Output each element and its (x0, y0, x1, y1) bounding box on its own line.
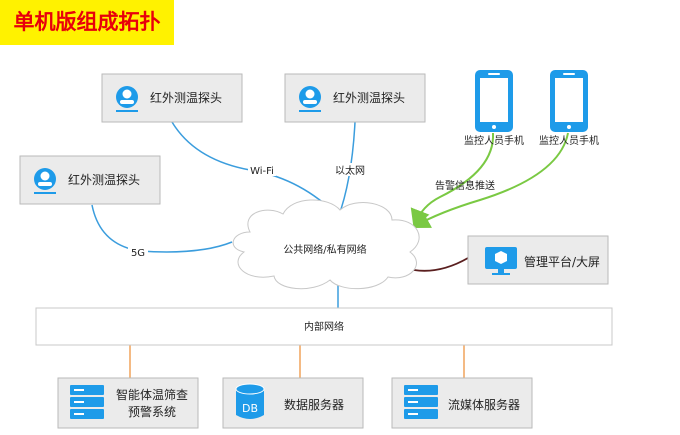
database-icon: DB (235, 383, 265, 419)
server-node-3[interactable]: 流媒体服务器 (391, 377, 533, 429)
sensor-label: 红外测温探头 (150, 90, 222, 105)
server-node-1[interactable]: 智能体温筛查 预警系统 (57, 377, 199, 429)
phone-label: 监控人员手机 (464, 134, 524, 147)
link-platform-line (413, 257, 469, 272)
link-label-5g: 5G (131, 248, 145, 259)
lan-label: 内部网络 (304, 320, 344, 333)
camera-icon (34, 168, 56, 194)
server-label-line1: 智能体温筛查 (116, 387, 188, 402)
server-node-2[interactable]: DB 数据服务器 (222, 377, 364, 429)
server-rack-icon (70, 385, 104, 419)
link-alert-line-2 (411, 132, 569, 228)
smartphone-icon (550, 70, 588, 132)
smartphone-icon (475, 70, 513, 132)
server-label-line1: 流媒体服务器 (448, 397, 520, 412)
monitor-icon (485, 247, 517, 275)
platform-label: 管理平台/大屏 (524, 254, 600, 269)
link-label-wifi: Wi-Fi (250, 166, 274, 177)
camera-icon (299, 86, 321, 112)
camera-icon (116, 86, 138, 112)
db-icon-text: DB (242, 402, 258, 415)
platform-node[interactable]: 管理平台/大屏 (467, 235, 609, 285)
link-5g-line (91, 204, 233, 253)
server-rack-icon (404, 385, 438, 419)
sensor-node-1[interactable]: 红外测温探头 (101, 73, 243, 123)
link-label-ethernet: 以太网 (335, 164, 365, 177)
network-cloud: 公共网络/私有网络 (232, 199, 420, 290)
server-label-line2: 预警系统 (128, 404, 176, 419)
link-label-alert: 告警信息推送 (435, 179, 495, 192)
sensor-label: 红外测温探头 (68, 172, 140, 187)
cloud-label: 公共网络/私有网络 (283, 243, 366, 256)
server-label-line1: 数据服务器 (284, 397, 344, 412)
phone-node-2[interactable]: 监控人员手机 (539, 70, 599, 147)
page-title: 单机版组成拓扑 (0, 0, 174, 45)
sensor-label: 红外测温探头 (333, 90, 405, 105)
phone-label: 监控人员手机 (539, 134, 599, 147)
sensor-node-3[interactable]: 红外测温探头 (19, 155, 161, 205)
sensor-node-2[interactable]: 红外测温探头 (284, 73, 426, 123)
lan-bar: 内部网络 (35, 307, 613, 346)
phone-node-1[interactable]: 监控人员手机 (464, 70, 524, 147)
